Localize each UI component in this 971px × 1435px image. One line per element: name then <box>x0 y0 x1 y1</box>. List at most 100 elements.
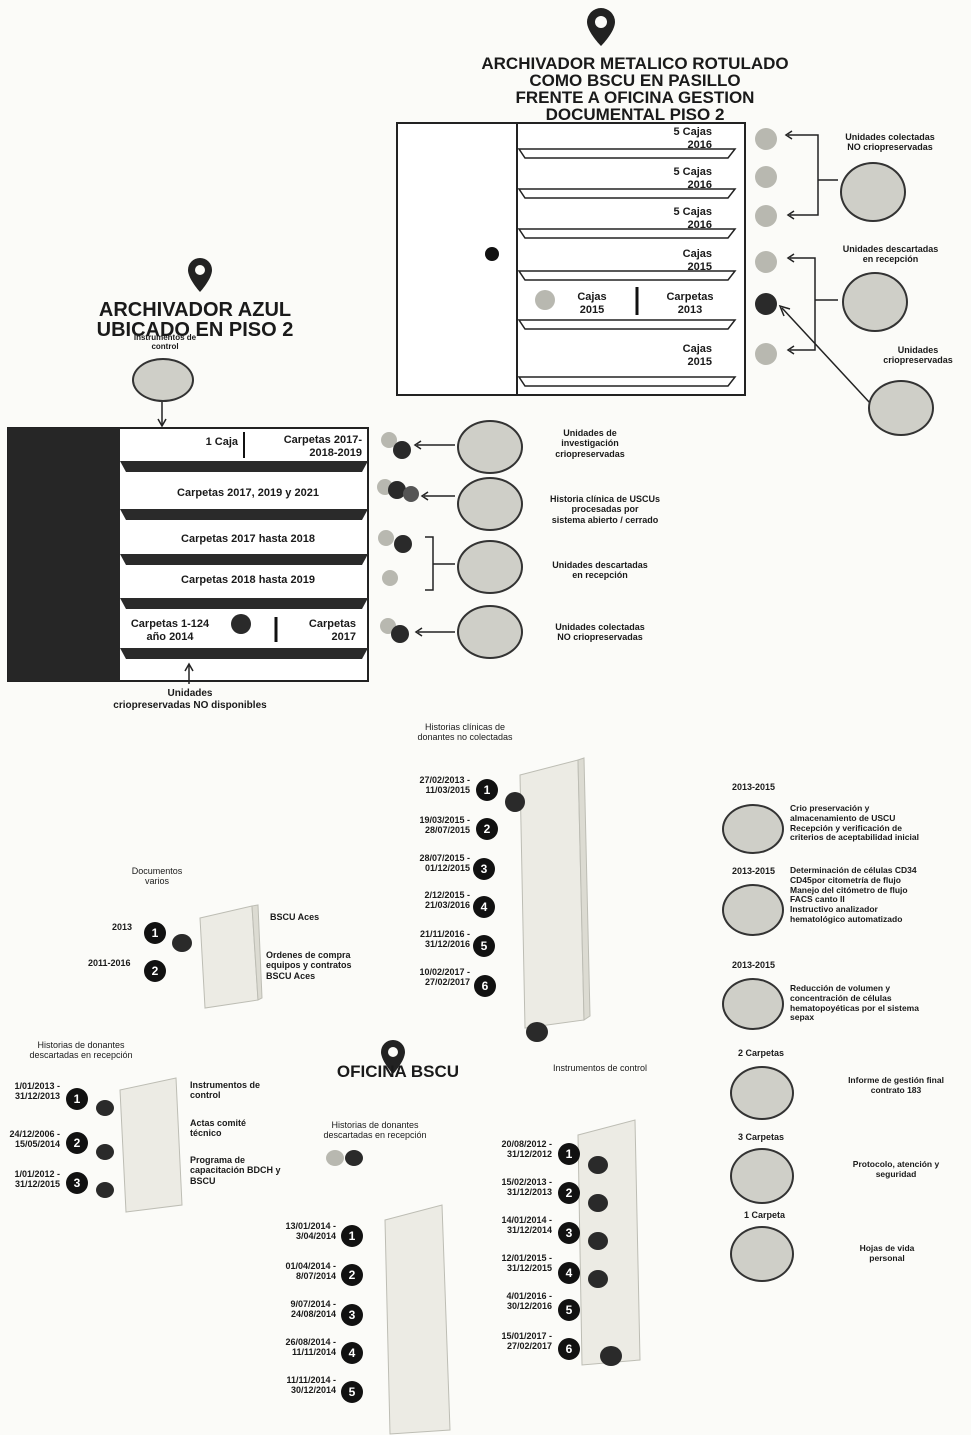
date-text: 14/01/2014 - <box>501 1215 552 1225</box>
box-number: 1 <box>144 922 166 944</box>
folder-icon <box>730 1148 794 1204</box>
date-range: 13/01/2014 -3/04/2014 <box>266 1221 336 1242</box>
date-range: 11/11/2014 -30/12/2014 <box>266 1375 336 1396</box>
box-number: 4 <box>473 896 495 918</box>
box-number: 3 <box>66 1172 88 1194</box>
marker-dot <box>345 1150 363 1166</box>
date-text: 9/07/2014 - <box>290 1299 336 1309</box>
date-text: 31/12/2015 <box>14 1178 60 1189</box>
folder-icon <box>457 420 523 474</box>
stack-title: descartadas en recepción <box>323 1130 427 1141</box>
marker-dot <box>96 1144 114 1160</box>
descart-left-right-1: Instrumentos de control <box>190 1080 285 1101</box>
stack-text: técnico <box>190 1128 222 1139</box>
shelf-text: 5 Cajas <box>673 166 712 178</box>
date-range: 12/01/2015 -31/12/2015 <box>482 1253 552 1274</box>
box-number: 2 <box>144 960 166 982</box>
date-range: 24/12/2006 -15/05/2014 <box>0 1129 60 1150</box>
box-number: 2 <box>341 1264 363 1286</box>
bullet-text: concentración de células <box>790 992 892 1003</box>
date-text: 19/03/2015 - <box>419 815 470 825</box>
blue-bottom-label: Unidades criopreservadas NO disponibles <box>80 688 300 711</box>
stack-text: BSCU <box>190 1175 216 1186</box>
date-text: 3/04/2014 <box>295 1230 336 1241</box>
bullet-text: almacenamiento de USCU <box>790 812 896 823</box>
nocolect-title: Historias clínicas de donantes no colect… <box>400 722 530 743</box>
blue-cabinet-markers <box>377 432 455 643</box>
date-range: 2/12/2015 -21/03/2016 <box>400 890 470 911</box>
shelf-text: 2015 <box>687 260 712 273</box>
folder-icon <box>457 477 523 531</box>
date-text: 28/07/2015 - <box>419 853 470 863</box>
legend-text: NO criopreservadas <box>847 142 933 153</box>
stack-title: varios <box>144 876 169 887</box>
varios-right-2: Ordenes de compra equipos y contratos BS… <box>266 950 376 981</box>
date-text: 20/08/2012 - <box>501 1139 552 1149</box>
metal-shelf-2-label: 5 Cajas 2016 <box>640 166 712 191</box>
legend-text: criopreservadas <box>883 355 953 366</box>
date-text: 24/08/2014 <box>290 1308 336 1319</box>
marker-dot <box>588 1156 608 1174</box>
marker-dot <box>600 1346 622 1366</box>
date-text: 30/12/2014 <box>290 1384 336 1395</box>
label-text: control <box>151 342 179 352</box>
box-stacks <box>119 757 641 1435</box>
panel-head: 3 Carpetas <box>738 1132 785 1142</box>
shelf-text: Cajas <box>577 291 607 303</box>
date-range: 9/07/2014 -24/08/2014 <box>266 1299 336 1320</box>
date-range: 4/01/2016 -30/12/2016 <box>482 1291 552 1312</box>
box-number: 5 <box>558 1299 580 1321</box>
blue-shelf-3-label: Carpetas 2017 hasta 2018 <box>181 533 315 545</box>
shelf-text: 2016 <box>687 178 712 191</box>
date-range: 1/01/2013 -31/12/2013 <box>0 1081 60 1102</box>
folder-icon <box>722 804 784 854</box>
box-number: 3 <box>558 1222 580 1244</box>
stack-title: donantes no colectadas <box>417 732 513 743</box>
bullet-text: Recepción y verificación de <box>790 822 902 833</box>
box-number: 1 <box>476 779 498 801</box>
stack-text: Programa de <box>190 1155 246 1165</box>
date-text: 31/12/2015 <box>506 1262 552 1273</box>
bullet-text: Informe de gestión final <box>848 1075 944 1085</box>
shelf-text: 2015 <box>579 303 605 316</box>
blue-legend-investigacion: Unidades de investigación criopreservada… <box>530 428 650 459</box>
metal-shelf-1-label: 5 Cajas 2016 <box>640 126 712 151</box>
stack-text: BSCU Aces <box>266 970 316 981</box>
date-text: 2/12/2015 - <box>424 890 470 900</box>
date-text: 8/07/2014 <box>295 1270 336 1281</box>
blue-shelf-1-left: 1 Caja <box>205 436 238 448</box>
shelf-text: Carpetas 2017- <box>283 434 362 446</box>
date-text: 27/02/2017 <box>506 1340 552 1351</box>
title-line: UBICADO EN PISO 2 <box>96 319 294 341</box>
box-number: 3 <box>473 858 495 880</box>
bullet-text: hematopoyéticas por el sistema <box>790 1002 919 1013</box>
shelf-text: Carpetas <box>308 618 356 630</box>
shelf-text: 2018-2019 <box>309 446 362 459</box>
date-text: 1/01/2012 - <box>14 1169 60 1179</box>
panel-bullets: Crio preservación y almacenamiento de US… <box>790 803 968 843</box>
stack-title: Documentos <box>131 866 183 876</box>
blue-legend-descartadas: Unidades descartadas en recepción <box>535 560 665 581</box>
marker-dot <box>172 934 192 952</box>
stack-text: control <box>190 1090 221 1101</box>
legend-text: criopreservadas <box>555 448 625 459</box>
legend-text: sistema abierto / cerrado <box>551 514 659 525</box>
bullet-text: hematológico automatizado <box>790 913 903 924</box>
legend-text: investigación <box>561 438 619 449</box>
marker-dot <box>526 1022 548 1042</box>
date-text: 01/04/2014 - <box>285 1261 336 1271</box>
blue-shelf-5-left: Carpetas 1-124 año 2014 <box>118 618 222 643</box>
box-number: 1 <box>341 1225 363 1247</box>
box-number: 4 <box>341 1342 363 1364</box>
bullet-text: Crio preservación y <box>790 803 870 813</box>
panel-bullets: Informe de gestión final contrato 183 <box>826 1075 966 1096</box>
box-number: 1 <box>558 1143 580 1165</box>
metal-cabinet-markers <box>755 128 871 404</box>
metal-shelf-4-label: Cajas 2015 <box>640 248 712 273</box>
bullet-text: Reducción de volumen y <box>790 983 891 993</box>
date-text: 1/01/2013 - <box>14 1081 60 1091</box>
folder-icon <box>457 540 523 594</box>
metal-cabinet-title: ARCHIVADOR METALICO ROTULADO COMO BSCU E… <box>430 55 840 123</box>
folder-icon <box>457 605 523 659</box>
